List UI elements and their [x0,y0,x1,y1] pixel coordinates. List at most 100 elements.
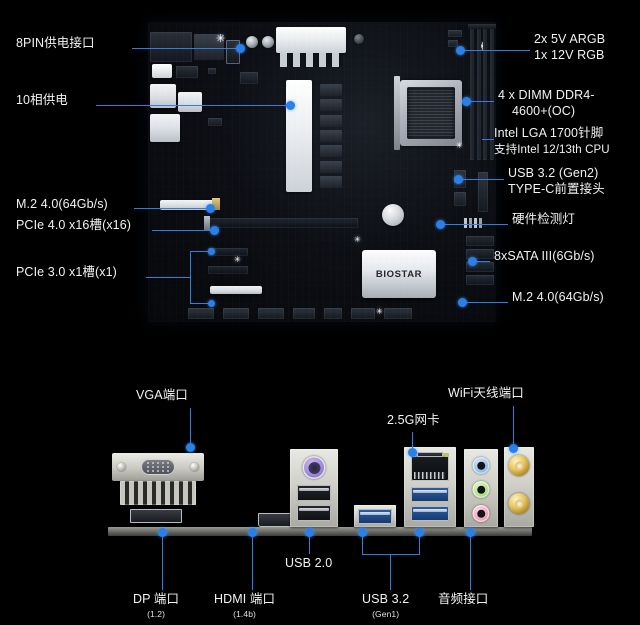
board-chip-d [208,118,222,126]
cmos-battery [382,204,404,226]
pcie-x16-slot [208,218,358,228]
board-ps2-stack [150,84,176,108]
silkscreen-star-icon: ✳ [234,255,241,264]
callout-usb20-label: USB 2.0 [285,556,333,570]
io-group-usb32-single [354,505,396,527]
io-group-audio [464,449,498,527]
wifi-antenna-connector [508,455,530,476]
vrm-top-shroud [276,27,346,53]
leader-line-usb32 [390,554,391,590]
ps2-combo-port [302,456,326,479]
vga-port [112,453,204,481]
callout-dot-pcie-x16 [210,226,219,235]
motherboard-image: ✳ ✳ ✳ [148,22,496,322]
io-group-lan-usb32 [404,447,456,527]
pcie-x1-slot [208,248,248,256]
leader-line-audio [470,534,471,590]
leader-line-usb20 [309,534,310,554]
leader-line-pcie-x1 [146,277,190,278]
callout-dot-dp [158,528,167,537]
board-rear-io-block [194,34,224,60]
debug-led-cluster [464,218,482,228]
audio-jack-line-out [472,481,490,498]
callout-cpu-socket-label: Intel LGA 1700针脚 支持Intel 12/13th CPU [494,126,610,156]
dimm-slots [470,28,494,160]
callout-dot-power-8pin [236,44,245,53]
cpu-socket-lga1700 [400,80,462,146]
biostar-logo: BIOSTAR [375,268,423,280]
callout-dot-hdmi [248,528,257,537]
io-shield-bar [108,527,532,536]
leader-line-m2-top [134,208,210,209]
leader-branch-usb32-b [419,534,420,554]
pcie-x1-slot [208,266,248,274]
callout-audio-label: 音频接口 [438,592,489,606]
vga-screw-left [117,462,126,472]
audio-jack-line-in [472,457,490,474]
callout-dot-vrm-phases [286,101,295,110]
callout-m2-top-label: M.2 4.0(64Gb/s) [16,197,108,211]
callout-wifi-label: WiFi天线端口 [448,386,524,400]
leader-bracket-usb32 [362,554,420,555]
callout-dot-wifi [509,444,518,453]
displayport-port [130,509,182,523]
leader-line-power-8pin [132,48,240,49]
callout-dot-pcie-x1-a [208,248,215,255]
sata-ports [466,236,494,288]
callout-usb32-label: USB 3.2 (Gen1) [362,592,410,619]
callout-power-8pin-label: 8PIN供电接口 [16,36,95,50]
usb32-gen1-port [411,487,449,502]
pcie-x16-latch [204,216,210,230]
usb32-gen1-port [411,506,449,521]
callout-dot-vga [186,443,195,452]
callout-dot-audio [466,528,475,537]
callout-sata-label: 8xSATA III(6Gb/s) [494,249,595,263]
socket-retention-arm [394,76,400,150]
board-chip-a [176,66,198,78]
leader-line-vrm-phases [96,105,290,106]
callout-dimm-label: 4 x DIMM DDR4- 4600+(OC) [498,88,595,118]
m2-slot-top [160,200,216,210]
callout-dot-usb32-a [358,528,367,537]
leader-line-pcie-x16 [152,230,214,231]
callout-dot-argb [456,46,465,55]
vrm-chokes [320,84,342,188]
capacitor [246,36,258,48]
m2-screw-top [212,198,220,210]
rgb-header [448,40,458,47]
leader-branch-usb32-a [362,534,363,554]
callout-dot-usb20 [305,528,314,537]
board-io-shroud [152,64,172,78]
callout-hdmi-label: HDMI 端口 (1.4b) [214,592,276,619]
leader-line-wifi [513,406,514,448]
m2-slot-bottom [210,286,262,294]
leader-line-hdmi [252,534,253,590]
usb32-gen1-port [358,509,392,524]
callout-lan-label: 2.5G网卡 [387,413,440,427]
silkscreen-star-icon: ✳ [354,235,361,244]
callout-debug-led-label: 硬件检测灯 [512,212,576,226]
board-usb-stack [178,92,202,112]
lan-port-25g [411,452,449,481]
front-panel-headers [188,308,424,319]
leader-bracket-pcie-x1 [190,251,191,303]
leader-line-sata [472,261,490,262]
leader-line-m2-bottom [462,302,508,303]
leader-branch-pcie-x1-top [190,251,212,252]
vrm-fins [280,53,342,67]
leader-line-vga [190,408,191,446]
silkscreen-star-icon: ✳ [376,307,383,316]
io-group-wifi-antenna [504,447,534,527]
lan-led-right [443,453,449,457]
leader-branch-pcie-x1-bottom [190,303,212,304]
vga-screw-right [190,462,199,472]
silkscreen-star-icon: ✳ [216,33,226,45]
callout-dot-usb32-b [415,528,424,537]
io-group-vga-dp [112,453,204,527]
callout-dot-sata [468,257,477,266]
leader-line-dimm [466,101,494,102]
callout-pcie-x16-label: PCIe 4.0 x16槽(x16) [16,218,132,232]
callout-pcie-x1-label: PCIe 3.0 x1槽(x1) [16,265,117,279]
leader-line-cpu-socket [482,139,494,140]
